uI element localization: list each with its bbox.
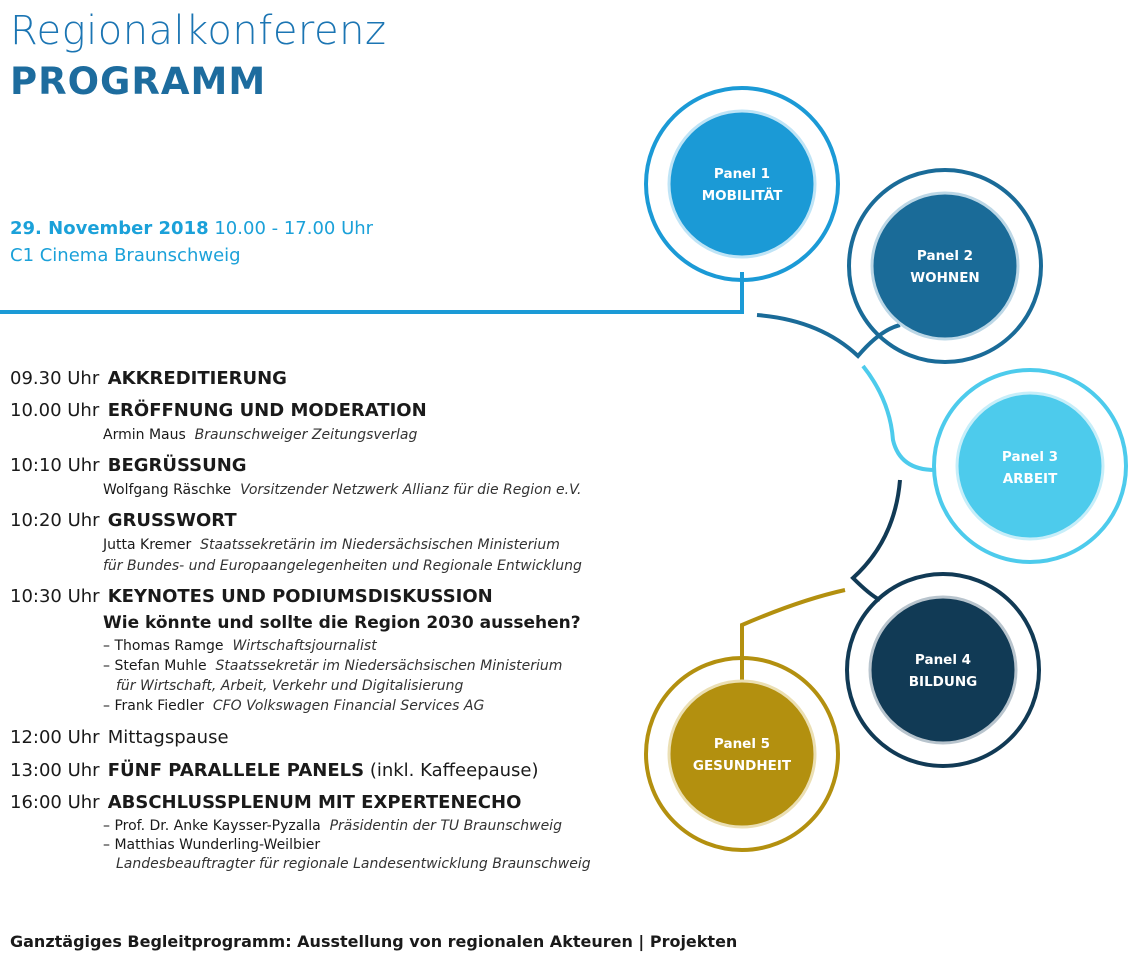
schedule-item-8: 16:00 Uhr ABSCHLUSSPLENUM MIT EXPERTENEC… (10, 792, 521, 813)
schedule-item-4: 10:20 Uhr GRUSSWORT (10, 510, 237, 531)
speaker: – Frank Fiedler CFO Volkswagen Financial… (103, 698, 484, 714)
connector-panel-4 (850, 479, 902, 602)
connector-panel-2 (756, 313, 901, 359)
time: 16:00 Uhr (10, 792, 100, 813)
item-title: KEYNOTES UND PODIUMSDISKUSSION (107, 586, 493, 607)
date-bold: 29. November 2018 (10, 218, 209, 239)
speaker-role: Braunschweiger Zeitungsverlag (194, 427, 418, 443)
speaker-role: Landesbeauftragter für regionale Landese… (116, 856, 591, 872)
schedule-item-2: 10.00 Uhr ERÖFFNUNG UND MODERATION (10, 400, 427, 421)
panel-3-circle[interactable] (955, 391, 1105, 541)
speaker-role-line-2: für Wirtschaft, Arbeit, Verkehr und Digi… (116, 678, 463, 694)
panel-1-circle[interactable] (667, 109, 817, 259)
panel-5-ring (644, 656, 840, 852)
speaker: Jutta Kremer Staatssekretärin im Nieders… (103, 537, 560, 553)
speaker: Wolfgang Räschke Vorsitzender Netzwerk A… (103, 482, 582, 498)
panel-4-number: Panel 4 (914, 652, 972, 668)
speaker-role: Staatssekretär im Niedersächsischen Mini… (215, 658, 563, 674)
panel-5-label: Panel 5 GESUNDHEIT (672, 733, 812, 777)
panel-2-number: Panel 2 (916, 248, 974, 264)
page-title: Regionalkonferenz (10, 8, 387, 54)
panel-3-label: Panel 3 ARBEIT (960, 446, 1100, 490)
speaker-role-line-2: Landesbeauftragter für regionale Landese… (116, 856, 591, 872)
schedule-item-7: 13:00 Uhr FÜNF PARALLELE PANELS (inkl. K… (10, 760, 539, 781)
connector-panel-3 (861, 364, 936, 472)
speaker-name: – Thomas Ramge (103, 638, 224, 654)
time: 10:10 Uhr (10, 455, 100, 476)
discussion-question: Wie könnte und sollte die Region 2030 au… (103, 613, 581, 633)
item-title: GRUSSWORT (107, 510, 237, 531)
speaker-name: Wolfgang Räschke (103, 482, 232, 498)
speaker-role: für Wirtschaft, Arbeit, Verkehr und Digi… (116, 678, 464, 694)
schedule-item-6: 12:00 Uhr Mittagspause (10, 727, 229, 748)
schedule-item-1: 09.30 Uhr AKKREDITIERUNG (10, 368, 287, 389)
time: 10:20 Uhr (10, 510, 100, 531)
item-title: FÜNF PARALLELE PANELS (107, 760, 365, 781)
panel-5-topic: GESUNDHEIT (692, 758, 792, 774)
speaker-name: – Stefan Muhle (103, 658, 207, 674)
time: 12:00 Uhr (10, 727, 100, 748)
item-title: BEGRÜSSUNG (107, 455, 247, 476)
speaker-role-line-2: für Bundes- und Europaangelegenheiten un… (103, 558, 582, 574)
panel-1-topic: MOBILITÄT (701, 188, 783, 204)
speaker-role: Vorsitzender Netzwerk Allianz für die Re… (240, 482, 582, 498)
panel-1-ring (644, 86, 840, 282)
panel-1-number: Panel 1 (713, 166, 771, 182)
speaker-role: Wirtschaftsjournalist (232, 638, 377, 654)
item-note: (inkl. Kaffeepause) (369, 760, 539, 781)
item-title: Mittagspause (107, 727, 229, 748)
panel-4-topic: BILDUNG (908, 674, 978, 690)
speaker-name: Jutta Kremer (103, 537, 192, 553)
schedule-item-3: 10:10 Uhr BEGRÜSSUNG (10, 455, 247, 476)
speaker-name: – Frank Fiedler (103, 698, 204, 714)
time: 09.30 Uhr (10, 368, 100, 389)
time: 10:30 Uhr (10, 586, 100, 607)
speaker-role: CFO Volkswagen Financial Services AG (212, 698, 485, 714)
speaker: – Stefan Muhle Staatssekretär im Nieders… (103, 658, 562, 674)
time: 10.00 Uhr (10, 400, 100, 421)
page-subtitle: PROGRAMM (10, 60, 267, 103)
item-title: ERÖFFNUNG UND MODERATION (107, 400, 427, 421)
timeline-line (0, 272, 744, 314)
event-date: 29. November 2018 10.00 - 17.00 Uhr (10, 218, 373, 239)
panel-2-circle[interactable] (870, 191, 1020, 341)
panel-5-circle[interactable] (667, 679, 817, 829)
speaker-name: – Prof. Dr. Anke Kaysser-Pyzalla (103, 818, 321, 834)
panel-3-number: Panel 3 (1001, 449, 1059, 465)
panel-5-number: Panel 5 (713, 736, 771, 752)
speaker-role: Staatssekretärin im Niedersächsischen Mi… (200, 537, 560, 553)
speaker-role: für Bundes- und Europaangelegenheiten un… (103, 558, 582, 574)
panel-2-label: Panel 2 WOHNEN (875, 245, 1015, 289)
speaker: – Thomas Ramge Wirtschaftsjournalist (103, 638, 377, 654)
speaker-name: – Matthias Wunderling-Weilbier (103, 837, 321, 853)
speaker-name: Armin Maus (103, 427, 186, 443)
speaker-role: Präsidentin der TU Braunschweig (329, 818, 562, 834)
panel-4-ring (845, 572, 1041, 768)
panel-2-ring (847, 168, 1043, 364)
speaker: – Prof. Dr. Anke Kaysser-Pyzalla Präside… (103, 818, 562, 834)
schedule-item-5: 10:30 Uhr KEYNOTES UND PODIUMSDISKUSSION (10, 586, 493, 607)
footer-note: Ganztägiges Begleitprogramm: Ausstellung… (10, 932, 738, 951)
panel-3-topic: ARBEIT (1002, 471, 1058, 487)
panel-4-circle[interactable] (868, 595, 1018, 745)
connector-panel-5 (740, 588, 846, 690)
panel-3-ring (932, 368, 1128, 564)
panel-4-label: Panel 4 BILDUNG (873, 649, 1013, 693)
item-title: ABSCHLUSSPLENUM MIT EXPERTENECHO (107, 792, 522, 813)
speaker: – Matthias Wunderling-Weilbier (103, 837, 320, 853)
time: 13:00 Uhr (10, 760, 100, 781)
event-venue: C1 Cinema Braunschweig (10, 245, 241, 266)
speaker: Armin Maus Braunschweiger Zeitungsverlag (103, 427, 417, 443)
panel-2-topic: WOHNEN (910, 270, 980, 286)
time-range: 10.00 - 17.00 Uhr (214, 218, 374, 239)
item-title: AKKREDITIERUNG (107, 368, 287, 389)
panel-1-label: Panel 1 MOBILITÄT (672, 163, 812, 207)
